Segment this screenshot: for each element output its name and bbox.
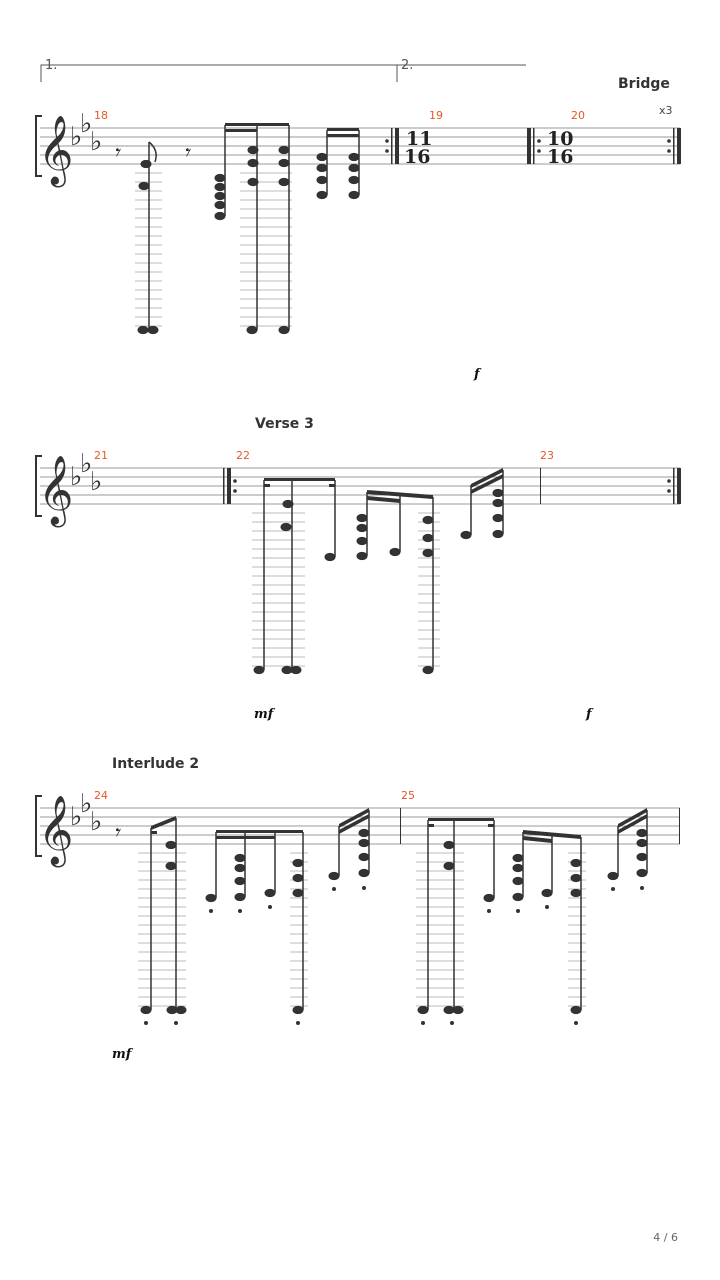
sixteenth-rest-icon: 𝄾 <box>113 141 121 166</box>
treble-clef-icon: 𝄞 <box>38 115 73 187</box>
system-1: 1. 2. Bridge x3 18 19 20 𝄞 ♭ ♭ ♭ 𝄾 𝄾 <box>35 58 681 382</box>
repeat-start-barline <box>223 468 237 504</box>
system-bracket <box>35 115 42 177</box>
system-3: Interlude 2 24 25 𝄞 ♭ ♭ ♭ 𝄾 <box>35 756 680 1062</box>
page-number: 4 / 6 <box>653 1231 678 1244</box>
volta-2-label: 2. <box>401 58 413 73</box>
flat-icon: ♭ <box>70 122 82 152</box>
dynamic-marking: f <box>585 707 594 722</box>
repeat-count: x3 <box>659 104 673 117</box>
volta-1-label: 1. <box>45 58 57 73</box>
volta-1: 1. <box>40 58 398 82</box>
flat-icon: ♭ <box>80 789 92 819</box>
flat-icon: ♭ <box>70 802 82 832</box>
bar-number-20: 20 <box>571 109 585 122</box>
bar-number-25: 25 <box>401 789 415 802</box>
time-signature-bottom: 16 <box>404 146 430 168</box>
repeat-end-barline <box>385 128 399 164</box>
treble-clef-icon: 𝄞 <box>38 795 73 867</box>
section-label-bridge: Bridge <box>618 76 670 92</box>
staff-lines <box>40 467 680 505</box>
system-bracket <box>35 795 42 857</box>
notes-bar-25 <box>417 808 648 1025</box>
notes-bar-24 <box>140 808 370 1025</box>
repeat-end-barline <box>667 468 681 504</box>
staff-lines <box>40 127 680 165</box>
bar-number-22: 22 <box>236 449 250 462</box>
flat-icon: ♭ <box>90 467 102 497</box>
section-label-verse-3: Verse 3 <box>255 416 314 432</box>
ledger-lines <box>135 172 292 327</box>
barline <box>400 808 401 844</box>
bar-number-18: 18 <box>94 109 108 122</box>
volta-2: 2. <box>397 58 526 73</box>
section-label-interlude-2: Interlude 2 <box>112 756 199 772</box>
repeat-end-barline <box>667 128 681 164</box>
sixteenth-rest-icon: 𝄾 <box>183 141 191 166</box>
notes-bar-22 <box>253 468 504 675</box>
flat-icon: ♭ <box>80 109 92 139</box>
flat-icon: ♭ <box>90 127 102 157</box>
notes-bar-18 <box>137 123 360 335</box>
system-2: Verse 3 21 22 23 𝄞 ♭ ♭ ♭ <box>35 416 681 722</box>
time-signature-top: 10 <box>547 128 573 150</box>
dynamic-marking: mf <box>254 707 276 722</box>
barline <box>540 468 541 504</box>
ledger-lines <box>138 852 586 1007</box>
dynamic-marking: f <box>473 367 482 382</box>
repeat-start-barline <box>527 128 541 164</box>
flat-icon: ♭ <box>70 462 82 492</box>
flat-icon: ♭ <box>80 449 92 479</box>
dynamic-marking: mf <box>112 1047 134 1062</box>
bar-number-23: 23 <box>540 449 554 462</box>
sixteenth-rest-icon: 𝄾 <box>113 821 121 846</box>
ledger-lines <box>252 512 440 667</box>
system-bracket <box>35 455 42 517</box>
time-signature-bottom: 16 <box>547 146 573 168</box>
bar-number-24: 24 <box>94 789 108 802</box>
bar-number-21: 21 <box>94 449 108 462</box>
barline <box>679 808 680 844</box>
flat-icon: ♭ <box>90 807 102 837</box>
bar-number-19: 19 <box>429 109 443 122</box>
time-signature-top: 11 <box>406 128 432 150</box>
treble-clef-icon: 𝄞 <box>38 455 73 527</box>
